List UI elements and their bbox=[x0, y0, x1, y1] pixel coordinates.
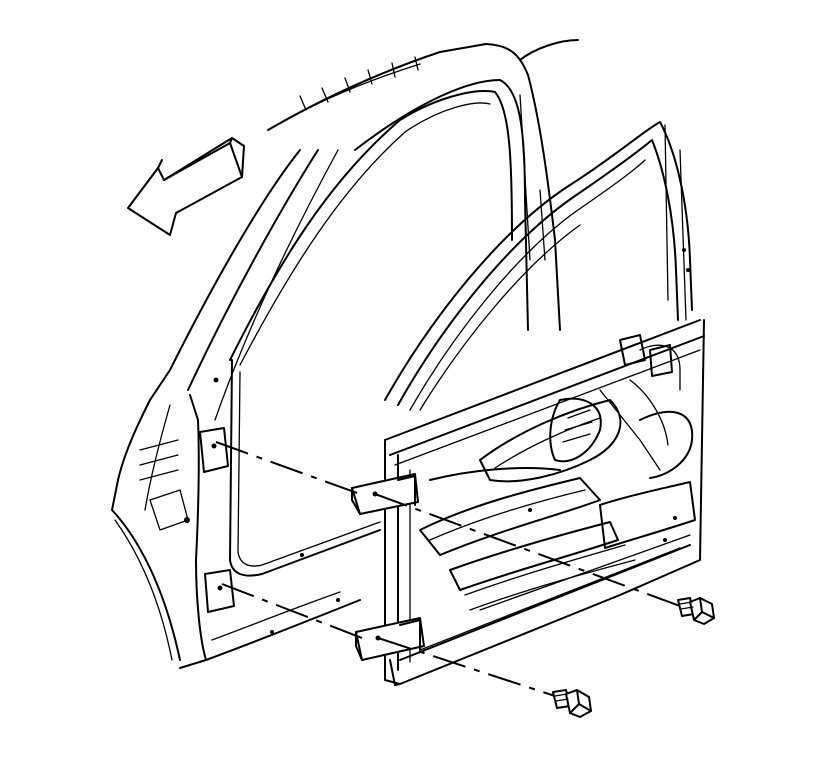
vehicle-body-door-opening bbox=[111, 39, 579, 669]
lower-alignment-line-body bbox=[221, 583, 363, 639]
upper-alignment-line-door bbox=[374, 493, 681, 607]
bolt-alignment-lines bbox=[215, 441, 681, 697]
front-door-assembly bbox=[351, 121, 705, 686]
direction-arrow-icon bbox=[127, 137, 245, 236]
upper-hinge-bolt bbox=[677, 597, 715, 625]
lower-hinge-bolt bbox=[552, 689, 592, 718]
upper-alignment-line-body bbox=[215, 441, 361, 495]
lower-alignment-line-door bbox=[377, 637, 556, 697]
